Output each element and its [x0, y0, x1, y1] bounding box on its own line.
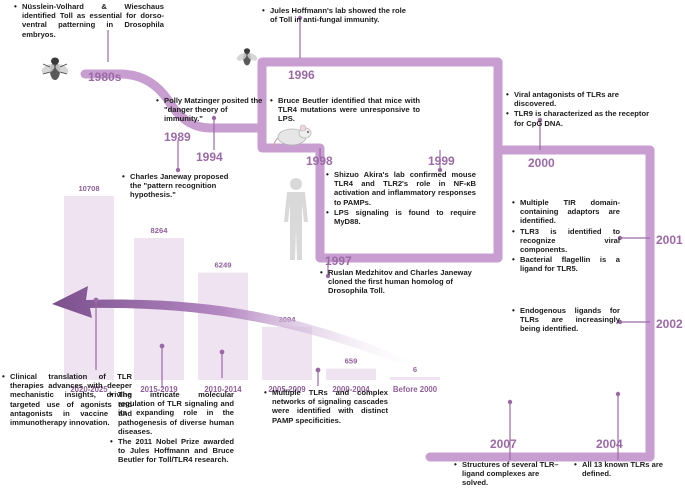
note-2001-item: Multiple TIR domain-containing adaptors …	[512, 198, 620, 226]
note-1999-item: LPS signaling is found to require MyD88.	[326, 208, 476, 226]
period-note-2015-2019: The intricate molecular regulation of TL…	[110, 390, 234, 466]
year-1989: 1989	[164, 130, 191, 144]
year-1997: 1997	[325, 254, 352, 268]
year-2002: 2002	[656, 317, 683, 331]
note-1980s-item: Nüsslein-Volhard & Wieschaus identified …	[14, 2, 164, 39]
year-1980s: 1980s	[88, 70, 122, 84]
note-2000-item: TLR9 is characterized as the receptor fo…	[506, 109, 656, 127]
period-note-item: Clinical translation of TLR therapies ad…	[2, 372, 132, 427]
bar-2000-2004	[326, 368, 376, 380]
bar-value-label: 659	[345, 357, 358, 366]
note-2000: Viral antagonists of TLRs are discovered…	[506, 90, 656, 129]
period-note-item: The 2011 Nobel Prize awarded to Jules Ho…	[110, 437, 234, 465]
note-1999: Shizuo Akira's lab confirmed mouse TLR4 …	[326, 170, 476, 227]
bar-category-label: Before 2000	[393, 385, 438, 394]
bar-2010-2014	[198, 272, 248, 380]
note-1997: Ruslan Medzhitov and Charles Janeway clo…	[320, 268, 480, 297]
year-2000: 2000	[528, 156, 555, 170]
year-1994: 1994	[196, 150, 223, 164]
note-2002: Endogenous ligands for TLRs are increasi…	[512, 306, 620, 335]
bar-2005-2009	[262, 326, 312, 380]
track-lower	[257, 123, 503, 263]
year-2001: 2001	[656, 233, 683, 247]
note-1989: Charles Janeway proposed the "pattern re…	[122, 172, 234, 201]
note-2001-item: TLR3 is identified to recognize viral co…	[512, 227, 620, 255]
bar-Before 2000	[390, 377, 440, 380]
year-1999: 1999	[428, 154, 455, 168]
period-note-2020-2025: Clinical translation of TLR therapies ad…	[2, 372, 132, 428]
note-1999-item: Shizuo Akira's lab confirmed mouse TLR4 …	[326, 170, 476, 207]
note-1994-item: Polly Matzinger posited the "danger theo…	[156, 96, 264, 124]
note-2001: Multiple TIR domain-containing adaptors …	[512, 198, 620, 275]
mouse-icon	[273, 124, 312, 147]
year-2007: 2007	[490, 437, 517, 451]
period-note-2005-2009: Multiple TLRs and complex networks of si…	[264, 388, 388, 426]
human-silhouette-icon	[284, 178, 308, 260]
period-note-item: Multiple TLRs and complex networks of si…	[264, 388, 388, 425]
note-1998-item: Bruce Beutler identified that mice with …	[270, 96, 420, 124]
bar-value-label: 10708	[78, 184, 99, 193]
note-1997-item: Ruslan Medzhitov and Charles Janeway clo…	[320, 268, 480, 296]
bar-value-label: 6249	[215, 261, 232, 270]
note-1996-item: Jules Hoffmann's lab showed the role of …	[262, 6, 412, 24]
note-1980s: Nüsslein-Volhard & Wieschaus identified …	[14, 2, 164, 40]
fly-icon	[41, 57, 69, 80]
note-2004: All 13 known TLRs are defined.	[574, 460, 674, 479]
note-2000-item: Viral antagonists of TLRs are discovered…	[506, 90, 656, 108]
note-1994: Polly Matzinger posited the "danger theo…	[156, 96, 264, 125]
bar-value-label: 8264	[151, 226, 169, 235]
bar-2020-2025	[64, 196, 114, 380]
year-1998: 1998	[306, 154, 333, 168]
fly-icon	[236, 48, 258, 66]
year-1996: 1996	[288, 68, 315, 82]
note-2001-item: Bacterial flagellin is a ligand for TLR5…	[512, 255, 620, 273]
note-2007: Structures of several TLR–ligand complex…	[454, 460, 564, 489]
period-note-item: The intricate molecular regulation of TL…	[110, 390, 234, 436]
note-2004-item: All 13 known TLRs are defined.	[574, 460, 674, 478]
note-2007-item: Structures of several TLR–ligand complex…	[454, 460, 564, 488]
note-2002-item: Endogenous ligands for TLRs are increasi…	[512, 306, 620, 334]
note-1989-item: Charles Janeway proposed the "pattern re…	[122, 172, 234, 200]
note-1996: Jules Hoffmann's lab showed the role of …	[262, 6, 412, 25]
year-2004: 2004	[596, 437, 623, 451]
note-1998: Bruce Beutler identified that mice with …	[270, 96, 420, 125]
